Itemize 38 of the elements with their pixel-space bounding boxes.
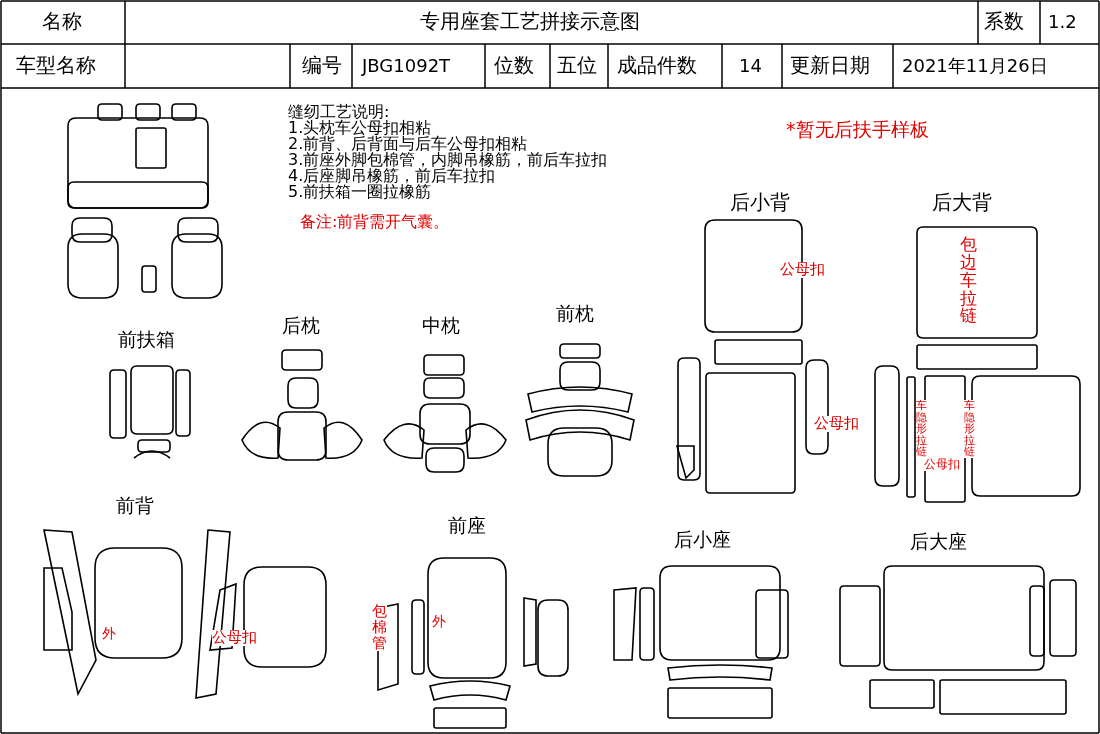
header-label: 系数 [984,11,1024,32]
instruction-note: 4.后座脚吊橡筋，前后车拉扣 [288,168,496,185]
field-value: 14 [739,57,762,76]
part-title: 后大背 [932,192,992,213]
header-label: 名称 [42,11,82,32]
instruction-note: 备注:前背需开气囊。 [300,214,450,231]
sewing-note: 外 [432,614,446,629]
header-label: 五位 [557,55,597,76]
field-value: 1.2 [1048,13,1077,32]
part-title: 中枕 [422,316,460,336]
sewing-note: 车隐形拉链 [916,400,927,458]
header-label: 车型名称 [16,55,96,76]
instruction-note: *暂无后扶手样板 [786,120,929,140]
part-title: 后大座 [910,532,967,552]
part-title: 前背 [116,496,154,516]
part-title: 前座 [448,516,486,536]
sewing-note: 公母扣 [814,416,859,432]
header-label: 专用座套工艺拼接示意图 [420,11,640,32]
header-label: 成品件数 [617,55,697,76]
sewing-note: 车隐形拉链 [964,400,975,458]
sewing-note: 包棉管 [372,604,387,652]
header-label: 更新日期 [790,55,870,76]
instruction-note: 5.前扶箱一圈拉橡筋 [288,184,432,201]
instruction-note: 2.前背、后背面与后车公母扣相粘 [288,136,528,153]
header-label: 编号 [302,55,342,76]
field-value: JBG1092T [362,57,451,76]
part-title: 前扶箱 [118,330,175,350]
part-title: 前枕 [556,304,594,324]
part-title: 后小座 [674,530,731,550]
sewing-note: 公母扣 [780,262,825,278]
sewing-note: 公母扣 [924,458,960,471]
sewing-note: 外 [102,626,116,641]
sewing-note: 公母扣 [212,630,257,646]
part-title: 后枕 [282,316,320,336]
header-label: 位数 [494,55,534,76]
sewing-note: 包边车拉链 [960,236,977,326]
part-title: 后小背 [730,192,790,213]
field-value: 2021年11月26日 [902,57,1048,76]
